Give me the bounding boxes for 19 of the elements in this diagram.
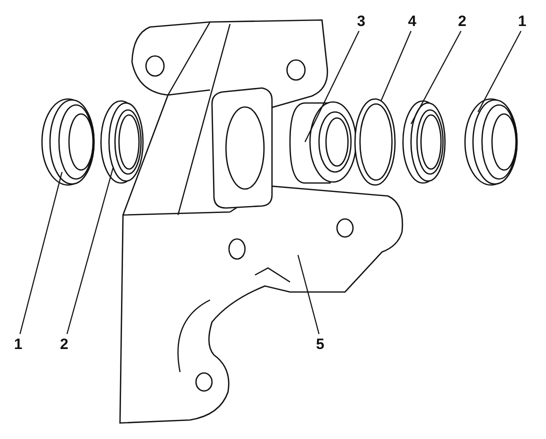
callout-number: 1 — [518, 14, 526, 29]
leader-line — [66, 168, 114, 334]
leader-line — [380, 30, 412, 102]
callout-number: 2 — [60, 337, 68, 352]
callout-number: 4 — [408, 14, 416, 29]
leader-line — [478, 30, 522, 112]
seal-ring-drawing — [402, 100, 446, 184]
callout-number: 3 — [357, 14, 366, 29]
seal-ring-drawing — [100, 100, 144, 184]
callout-number: 5 — [316, 337, 324, 352]
leader-line — [297, 254, 320, 334]
leader-line — [410, 30, 462, 124]
leader-line — [19, 172, 63, 334]
callout-number: 2 — [458, 14, 466, 29]
bushing-drawing — [289, 101, 357, 184]
callout-number: 1 — [14, 337, 22, 352]
cap-drawing — [41, 98, 95, 186]
ring-drawing — [354, 98, 396, 186]
cap-drawing — [464, 98, 518, 186]
